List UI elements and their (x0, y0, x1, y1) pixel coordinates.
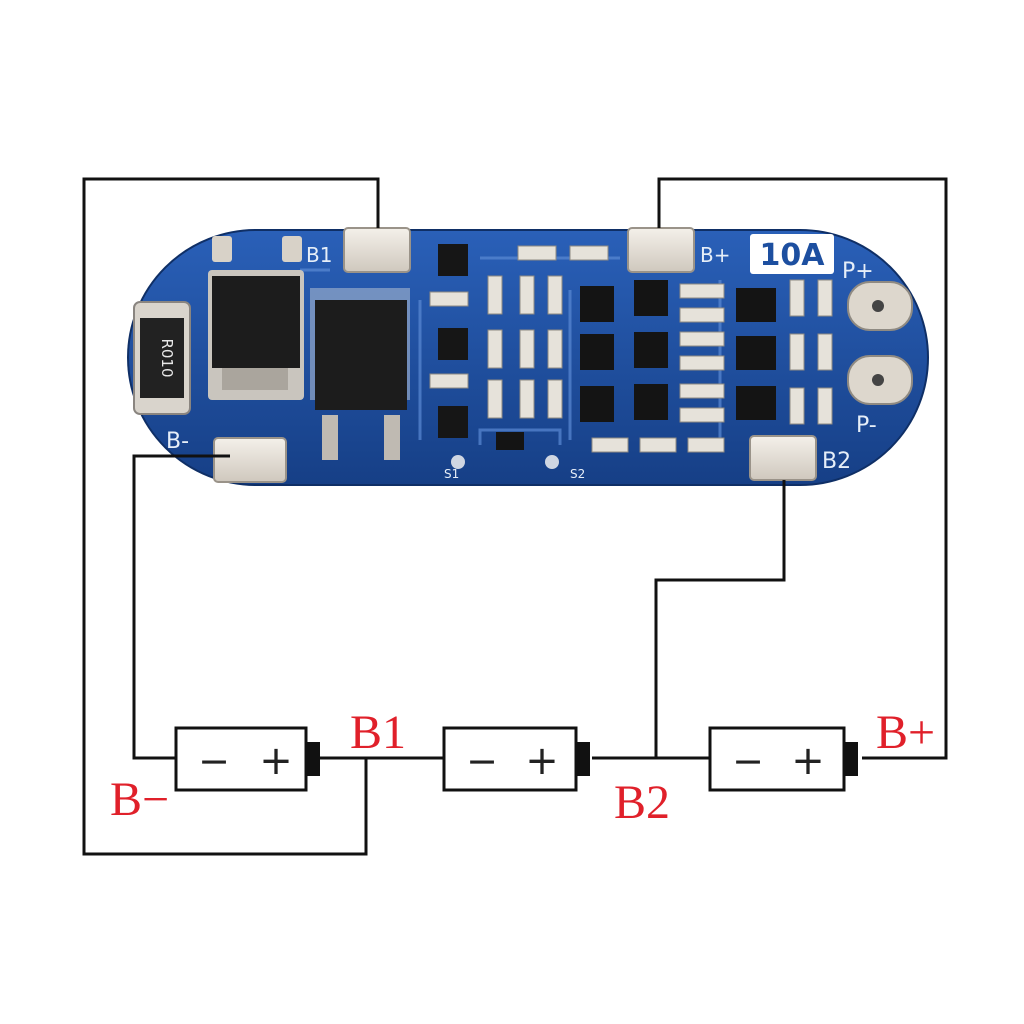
cell-2-minus: − (466, 739, 498, 783)
battery-cell-2: − + (442, 726, 590, 792)
label-b2: B2 (614, 776, 670, 829)
bms-board: R010 (127, 227, 929, 486)
pad-bminus (213, 437, 287, 483)
wires (82, 177, 948, 856)
wire-bplus (657, 177, 948, 760)
small-ic (496, 432, 524, 450)
silk-label-pminus: P- (856, 413, 877, 438)
silk-label-bplus: B+ (700, 243, 730, 267)
silk-label-pplus: P+ (842, 259, 874, 284)
sot-transistors (438, 244, 468, 438)
label-b1: B1 (350, 706, 406, 759)
smd-pad (282, 236, 302, 262)
switch-label-s1: S1 (444, 467, 459, 481)
terminal-pplus (847, 281, 913, 331)
label-bminus: B− (110, 773, 169, 826)
shunt-resistor: R010 (133, 301, 191, 415)
rating-badge (750, 234, 834, 274)
resistor-label: R010 (158, 338, 176, 377)
battery-cell-1: − + (174, 726, 320, 792)
testpoint-s1 (451, 455, 465, 469)
rating-label: 10A (760, 238, 826, 273)
cell-3-minus: − (732, 739, 764, 783)
cell-2-plus: + (525, 738, 559, 784)
protection-ics (580, 280, 776, 422)
silk-label-b2: B2 (822, 449, 851, 474)
silk-label-b1: B1 (306, 243, 332, 267)
label-bplus: B+ (876, 706, 935, 759)
wire-b2 (654, 480, 786, 758)
pad-b1 (343, 227, 411, 273)
smd-passives (429, 245, 833, 453)
terminal-pminus (847, 355, 913, 405)
cell-1-plus: + (259, 738, 293, 784)
mosfet-2 (310, 288, 410, 460)
cell-3-plus: + (791, 738, 825, 784)
cell-1-minus: − (198, 739, 230, 783)
smd-pad (212, 236, 232, 262)
pad-b2 (749, 435, 817, 481)
testpoint-s2 (545, 455, 559, 469)
pad-bplus (627, 227, 695, 273)
switch-label-s2: S2 (570, 467, 585, 481)
mosfet-1 (208, 270, 304, 400)
silk-label-bminus: B- (166, 429, 189, 454)
wire-b1 (82, 177, 380, 856)
wire-bminus (132, 454, 230, 760)
battery-cell-3: − + (708, 726, 858, 792)
